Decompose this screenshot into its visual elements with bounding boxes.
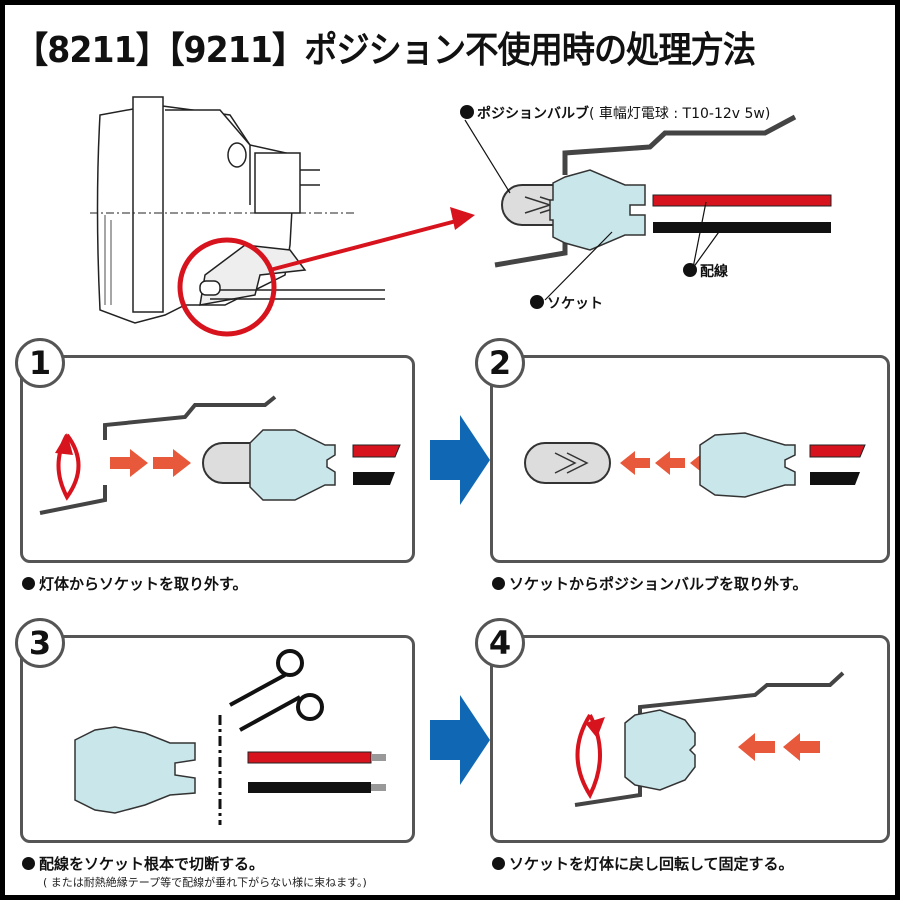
bullet-icon (22, 857, 35, 870)
bullet-icon (492, 577, 505, 590)
cut-wire-black-icon (248, 782, 371, 793)
push-arrow-icon (110, 449, 148, 477)
next-step-arrow-icon (430, 695, 490, 785)
step-3-number: 3 (15, 618, 65, 668)
scissors-icon (229, 649, 324, 732)
step-3-subcaption: ( または耐熱絶縁テープ等で配線が垂れ下がらない様に束ねます。) (43, 876, 367, 889)
step-1-number: 1 (15, 338, 65, 388)
step-2-caption: ソケットからポジションバルブを取り外す。 (492, 573, 808, 594)
housing-top-icon (562, 114, 797, 175)
step-4-illustration (574, 671, 845, 807)
step-3-caption: 配線をソケット根本で切断する。 (22, 853, 264, 874)
headlight-housing-icon (90, 96, 385, 324)
step-2-number: 2 (475, 338, 525, 388)
step-2-illustration (524, 432, 866, 498)
wire-black-icon (653, 222, 831, 233)
push-arrow-icon (783, 733, 820, 761)
housing-bottom-icon (494, 235, 568, 268)
bulb-label: ポジションバルブ( 車幅灯電球 : T10-12v 5w) (460, 103, 770, 123)
next-step-arrow-icon (430, 415, 490, 505)
bullet-icon (22, 577, 35, 590)
bullet-icon (683, 263, 697, 277)
bullet-icon (492, 857, 505, 870)
detail-bulb-socket-drawing (464, 114, 832, 301)
push-arrow-icon (153, 449, 191, 477)
wiring-label: 配線 (683, 261, 728, 281)
headlight-overview-drawing (90, 96, 832, 337)
step-1-illustration (39, 395, 401, 515)
zoom-arrowhead-icon (450, 207, 475, 230)
page-title: 【8211】【9211】ポジション不使用時の処理方法 (15, 30, 756, 71)
instruction-sheet: 【8211】【9211】ポジション不使用時の処理方法 (5, 5, 895, 895)
zoom-highlight-circle (177, 237, 277, 337)
push-arrow-icon (738, 733, 775, 761)
step-1-caption: 灯体からソケットを取り外す。 (22, 573, 248, 594)
cut-wire-red-icon (247, 751, 372, 764)
step-3-illustration (74, 649, 386, 825)
zoom-leader-line (269, 218, 461, 272)
socket-icon (549, 169, 646, 251)
pull-arrow-icon (655, 451, 685, 475)
wire-red-icon (652, 194, 832, 207)
pull-arrow-icon (620, 451, 650, 475)
step-4-caption: ソケットを灯体に戻し回転して固定する。 (492, 853, 794, 874)
socket-label: ソケット (530, 293, 603, 313)
step-4-number: 4 (475, 618, 525, 668)
bullet-icon (460, 105, 474, 119)
rotate-arrow-icon (575, 713, 602, 800)
bullet-icon (530, 295, 544, 309)
